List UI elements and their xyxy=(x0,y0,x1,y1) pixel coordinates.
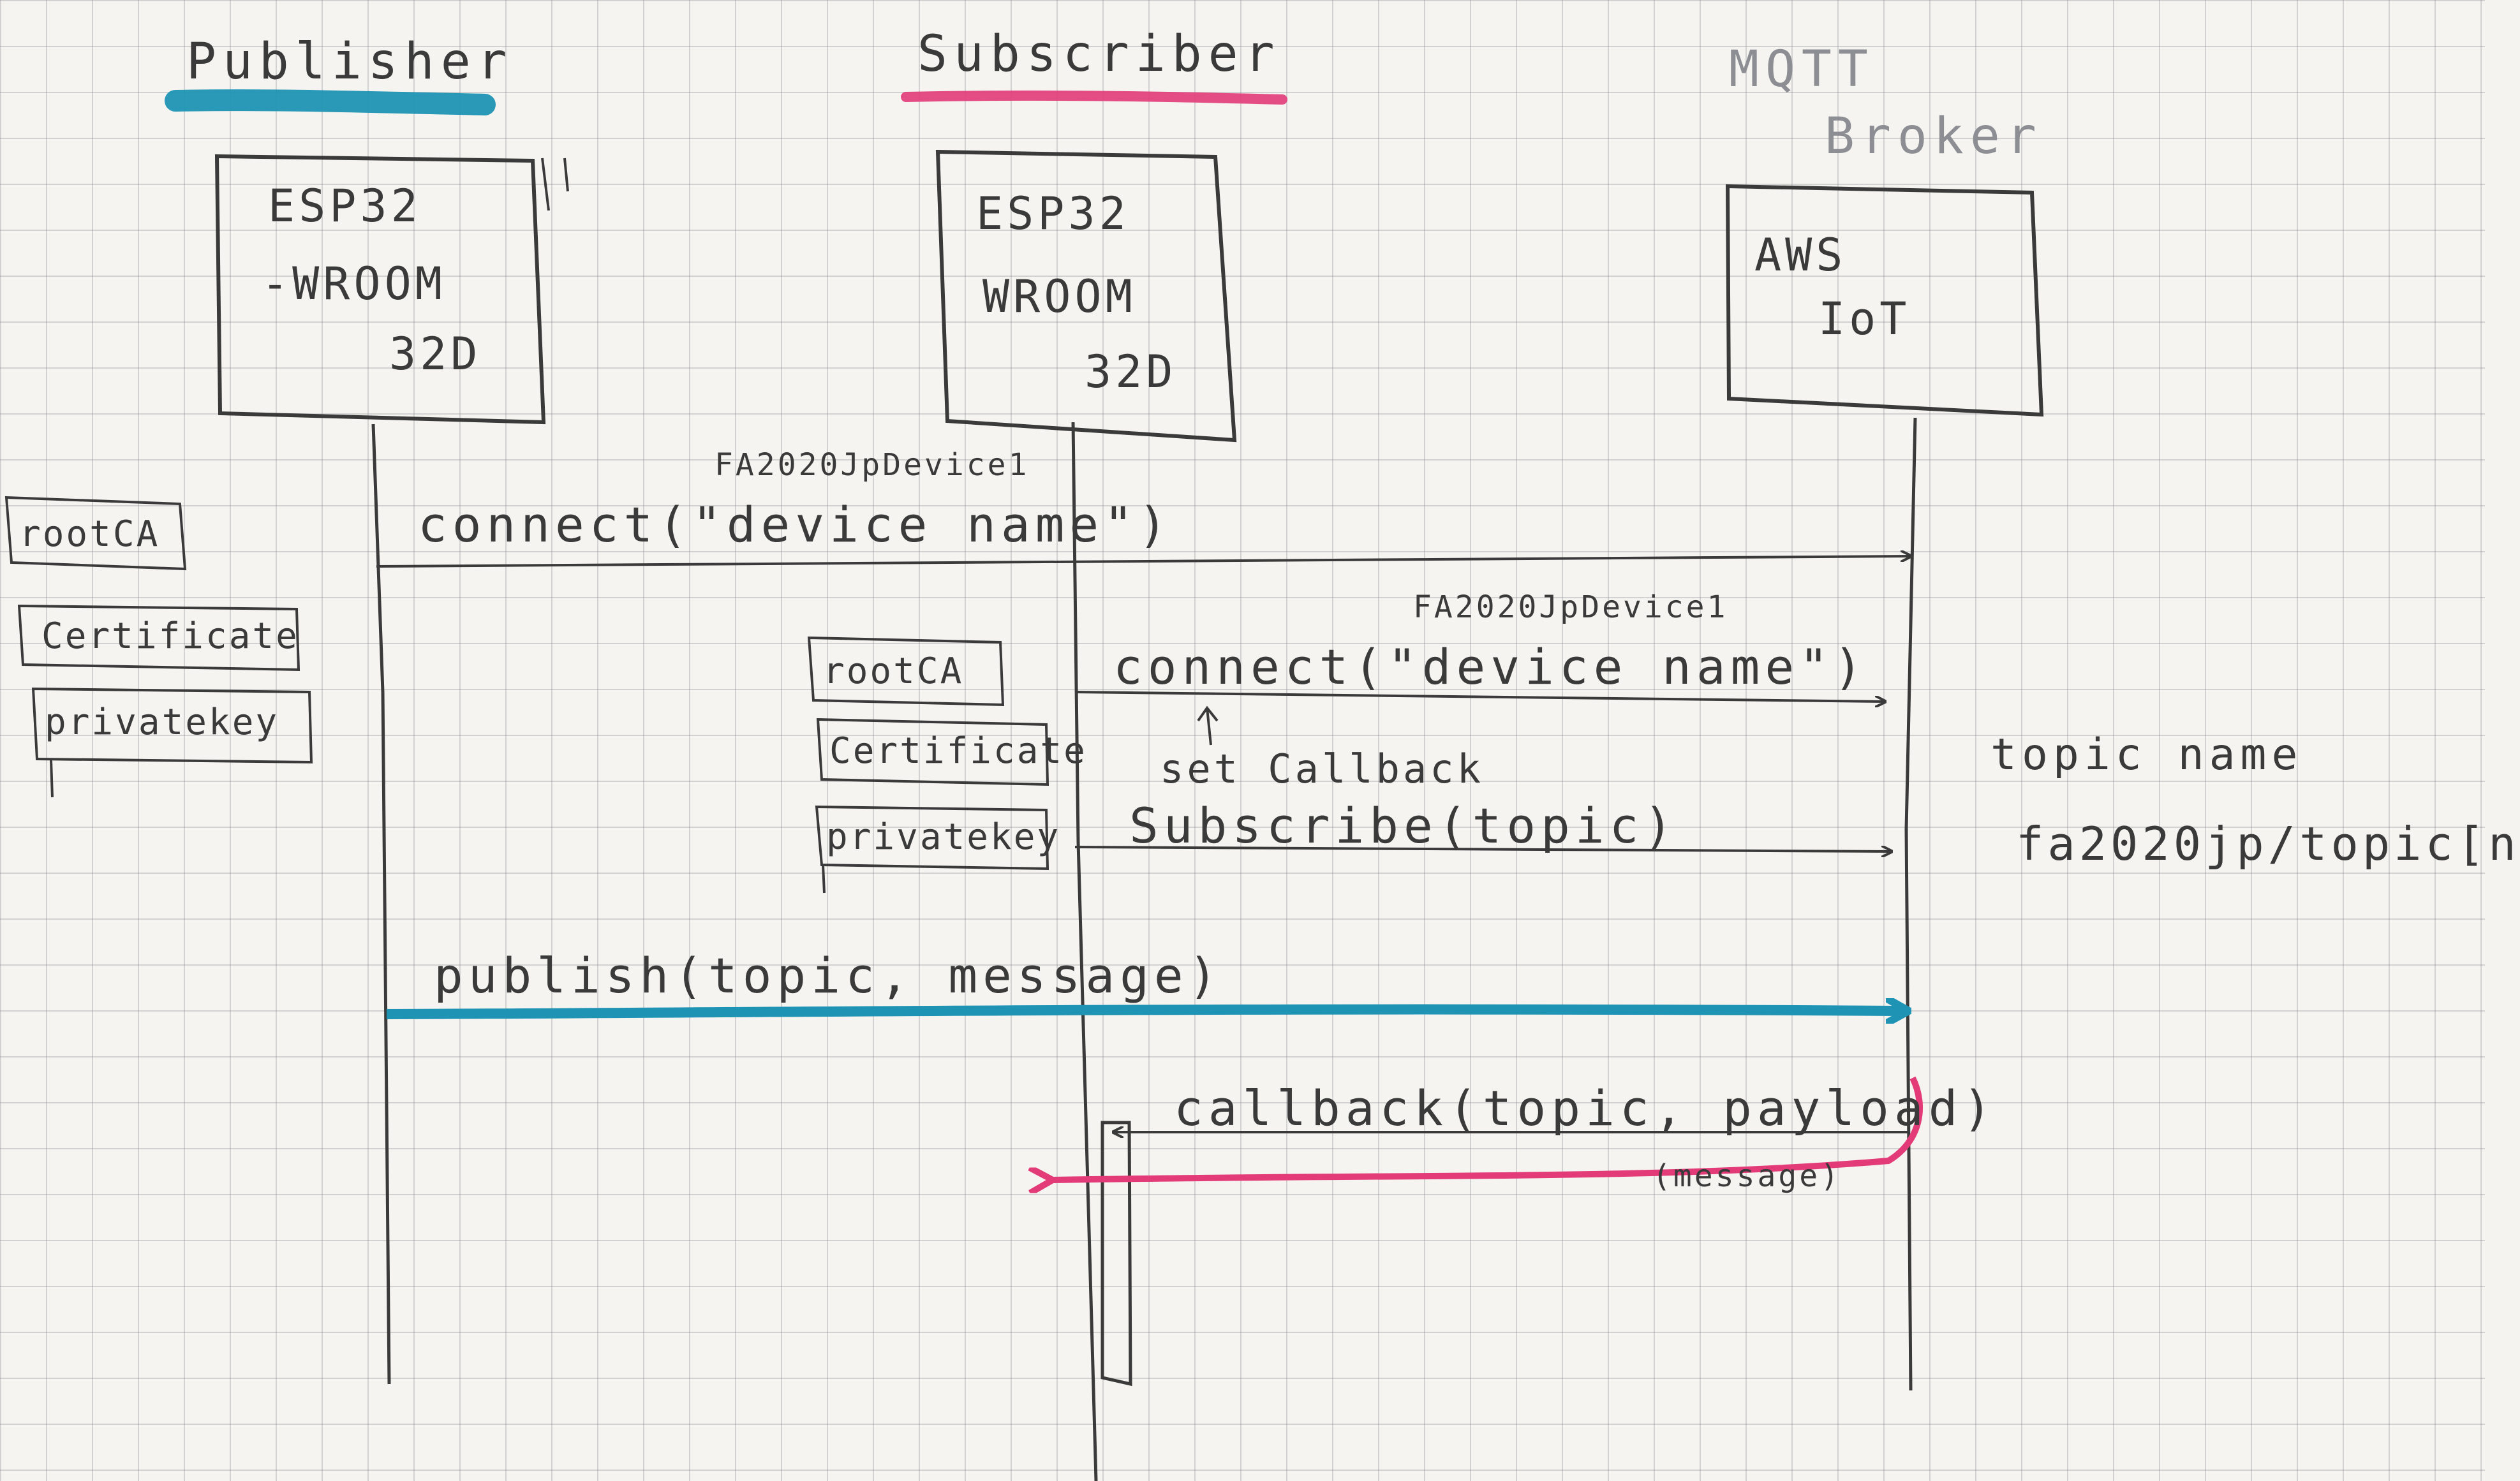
publish-label: publish(topic, message) xyxy=(434,947,1223,1004)
broker-box-line2: IoT xyxy=(1818,293,1911,345)
publisher-key-rootca: rootCA xyxy=(19,513,160,555)
publisher-box-line1: ESP32 xyxy=(268,180,422,232)
publisher-box-line2: -WROOM xyxy=(262,258,446,310)
publisher-box-line3: 32D xyxy=(389,328,482,380)
publisher-key-privatekey: privatekey xyxy=(45,702,279,743)
broker-title-line1: MQTT xyxy=(1729,41,1874,98)
publish-arrow xyxy=(386,1010,1908,1014)
topic-name-label: topic name xyxy=(1990,730,2303,780)
subscriber-box xyxy=(935,149,1237,443)
subscriber-key-certificate: Certificate xyxy=(829,730,1087,772)
set-callback-label: set Callback xyxy=(1160,746,1484,792)
subscriber-highlight xyxy=(901,90,1287,105)
publisher-connect-label: connect("device name") xyxy=(418,496,1173,553)
callback-arrow xyxy=(1053,1076,1923,1180)
publisher-connect-note: FA2020JpDevice1 xyxy=(715,447,1030,483)
subscriber-title: Subscriber xyxy=(917,26,1281,83)
publisher-highlight xyxy=(165,89,496,115)
publisher-connect-arrow xyxy=(376,556,1911,568)
broker-lifeline xyxy=(1904,417,1917,1391)
subscribe-arrow xyxy=(1074,847,1892,851)
broker-box-line1: AWS xyxy=(1754,229,1847,281)
subscriber-connect-label: connect("device name") xyxy=(1113,638,1868,695)
subscriber-activation xyxy=(1101,1121,1132,1387)
subscribe-label: Subscribe(topic) xyxy=(1129,797,1679,854)
subscriber-box-line2: WROOM xyxy=(982,270,1136,323)
callback-label: callback(topic, payload) xyxy=(1174,1080,1997,1137)
callback-note: (message) xyxy=(1652,1158,1842,1194)
subscriber-box-line3: 32D xyxy=(1085,346,1177,398)
publisher-lifeline xyxy=(371,424,391,1385)
broker-title-line2: Broker xyxy=(1825,108,2043,165)
subscriber-key-privatekey: privatekey xyxy=(826,816,1061,858)
publisher-title: Publisher xyxy=(186,33,514,91)
publisher-box xyxy=(214,154,546,425)
topic-name-value: fa2020jp/topic[n xyxy=(2016,817,2520,871)
broker-box xyxy=(1725,184,2044,417)
publisher-key-certificate: Certificate xyxy=(41,615,299,657)
subscriber-connect-arrow xyxy=(1074,691,1885,702)
subscriber-box-line1: ESP32 xyxy=(976,188,1130,240)
subscriber-connect-note: FA2020JpDevice1 xyxy=(1413,589,1728,625)
subscriber-key-rootca: rootCA xyxy=(823,651,964,692)
